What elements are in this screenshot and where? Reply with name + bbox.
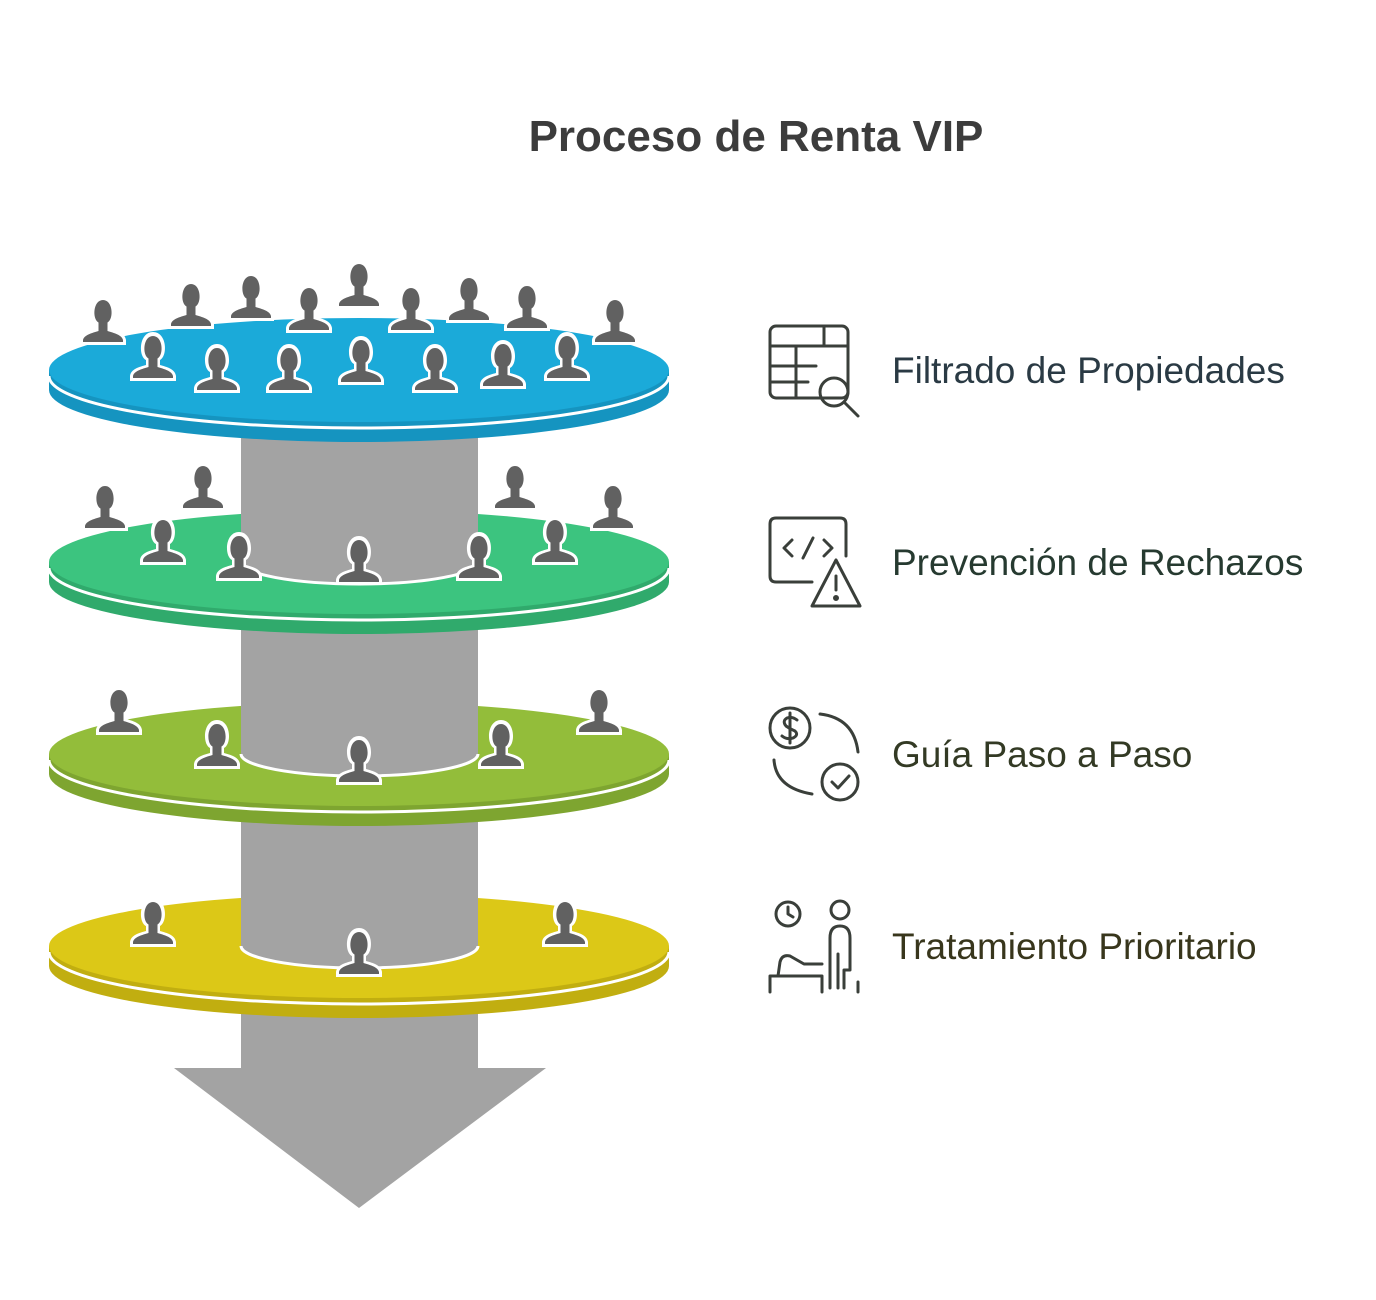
stage-label-prevencion: Prevención de Rechazos bbox=[892, 542, 1304, 583]
person-icon bbox=[446, 274, 492, 323]
person-icon bbox=[336, 260, 382, 309]
person-icon bbox=[576, 686, 622, 735]
money-cycle-check-icon bbox=[768, 706, 860, 802]
stage-label-guia: Guía Paso a Paso bbox=[892, 734, 1193, 775]
stage-label-filtrado: Filtrado de Propiedades bbox=[892, 350, 1285, 391]
disc-rim bbox=[47, 759, 671, 814]
person-icon bbox=[492, 462, 538, 511]
disc-rim bbox=[47, 375, 671, 430]
person-icon bbox=[228, 272, 274, 321]
priority-person-clock-icon bbox=[768, 899, 860, 994]
person-icon bbox=[180, 462, 226, 511]
down-arrow bbox=[174, 1010, 546, 1208]
person-icon bbox=[590, 482, 636, 531]
person-icon bbox=[286, 284, 332, 333]
table-search-icon bbox=[768, 324, 860, 418]
disc-rim bbox=[47, 951, 671, 1006]
stage-label-tratamiento: Tratamiento Prioritario bbox=[892, 926, 1257, 967]
person-icon bbox=[168, 280, 214, 329]
person-icon bbox=[388, 284, 434, 333]
person-icon bbox=[82, 482, 128, 531]
cylinder-core bbox=[241, 884, 478, 968]
disc-rim bbox=[47, 567, 671, 622]
person-icon bbox=[504, 282, 550, 331]
cylinder-core bbox=[241, 692, 478, 776]
page-title: Proceso de Renta VIP bbox=[528, 112, 984, 161]
person-icon bbox=[96, 686, 142, 735]
person-icon bbox=[592, 296, 638, 345]
person-icon bbox=[80, 296, 126, 345]
code-warning-icon bbox=[768, 516, 862, 608]
